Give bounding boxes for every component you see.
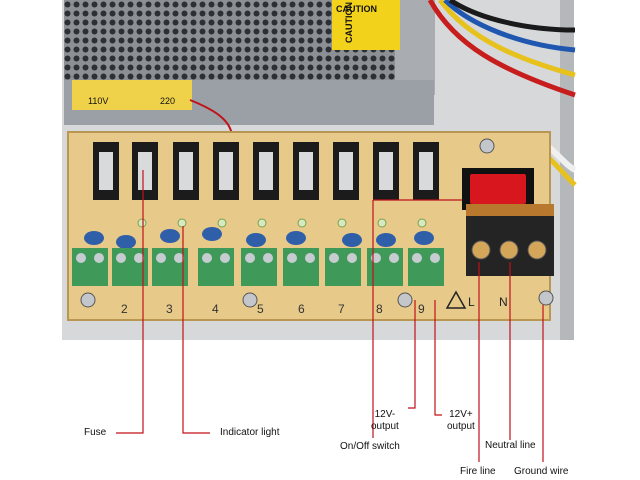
channel-number: 8: [376, 302, 383, 316]
terminal-label-n: N: [499, 295, 508, 309]
caution-text-horizontal: CAUTION: [336, 4, 377, 14]
fuse-holder: [373, 142, 399, 200]
fuse-leader: [116, 170, 144, 434]
capacitor-row: [84, 227, 434, 249]
output-pos-leader: [434, 300, 442, 416]
indicator-light-label: Indicator light: [220, 427, 280, 438]
fuse-holder: [333, 142, 359, 200]
channel-number: 6: [298, 302, 305, 316]
callout-lines: [116, 170, 544, 462]
neutral-line-label: Neutral line: [485, 440, 536, 451]
fuse-holder: [413, 142, 439, 200]
channel-number: 3: [166, 302, 173, 316]
output-neg-leader: [408, 300, 416, 409]
caution-text: CAUTION: [344, 2, 354, 43]
indicator-leader: [182, 226, 210, 434]
fuse-holder: [132, 142, 158, 200]
enclosure-shadow: [560, 0, 574, 340]
caution-sticker: CAUTION CAUTION: [332, 0, 400, 50]
fuse-label: Fuse: [84, 427, 107, 438]
warning-triangle-icon: [445, 290, 467, 309]
fuse-holder: [173, 142, 199, 200]
red-wire-top: [427, 0, 576, 98]
fuse-holder: [253, 142, 279, 200]
onoff-switch-label: On/Off switch: [340, 441, 400, 452]
ground-wire-label: Ground wire: [514, 466, 569, 477]
voltage-selector-sticker: 110V 220: [72, 80, 192, 110]
mounting-screws: [80, 138, 554, 308]
onoff-rocker-switch: [462, 168, 534, 210]
fuse-holder: [213, 142, 239, 200]
channel-number-row: 2 3 4 5 6 7 8 9: [121, 302, 425, 316]
output-positive-label: 12V+ output: [447, 409, 475, 432]
channel-number: 9: [418, 302, 425, 316]
fire-line-label: Fire line: [460, 466, 496, 477]
channel-number: 2: [121, 302, 128, 316]
psu-metal-case: [395, 0, 435, 95]
fuse-holder: [293, 142, 319, 200]
fuse-row: [93, 142, 439, 200]
channel-number: 5: [257, 302, 264, 316]
black-wire: [448, 0, 576, 33]
output-terminal-row: [72, 248, 444, 286]
terminal-label-l: L: [468, 295, 475, 309]
output-negative-label: 12V- output: [371, 409, 399, 432]
voltage-220-text: 220: [160, 96, 175, 106]
fuse-holder: [93, 142, 119, 200]
channel-number: 7: [338, 302, 345, 316]
channel-number: 4: [212, 302, 219, 316]
voltage-110-text: 110V: [88, 96, 108, 106]
blue-wire: [443, 0, 576, 53]
indicator-led-row: [137, 218, 427, 228]
yellow-wire: [438, 0, 576, 78]
